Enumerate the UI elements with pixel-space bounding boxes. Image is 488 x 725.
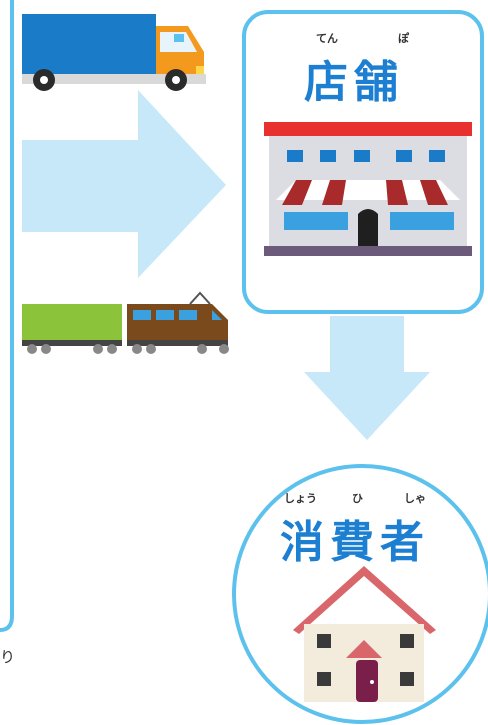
right-arrow [22, 90, 226, 278]
down-arrow [304, 316, 430, 440]
train-icon [22, 291, 229, 354]
stray-text: り [0, 648, 16, 666]
consumer-ruby-1: しょう [284, 492, 317, 505]
store-label: 店舗 [304, 57, 404, 108]
store-ruby-2: ぽ [398, 32, 409, 45]
consumer-label: 消費者 [280, 517, 430, 568]
house-icon [293, 566, 436, 702]
store-building-icon [264, 122, 472, 256]
store-ruby-1: てん [316, 32, 338, 45]
consumer-circle [232, 464, 488, 724]
consumer-ruby-3: しゃ [404, 492, 426, 505]
left-frame [0, 0, 14, 632]
consumer-ruby-2: ひ [352, 492, 363, 505]
truck-icon [22, 14, 206, 91]
